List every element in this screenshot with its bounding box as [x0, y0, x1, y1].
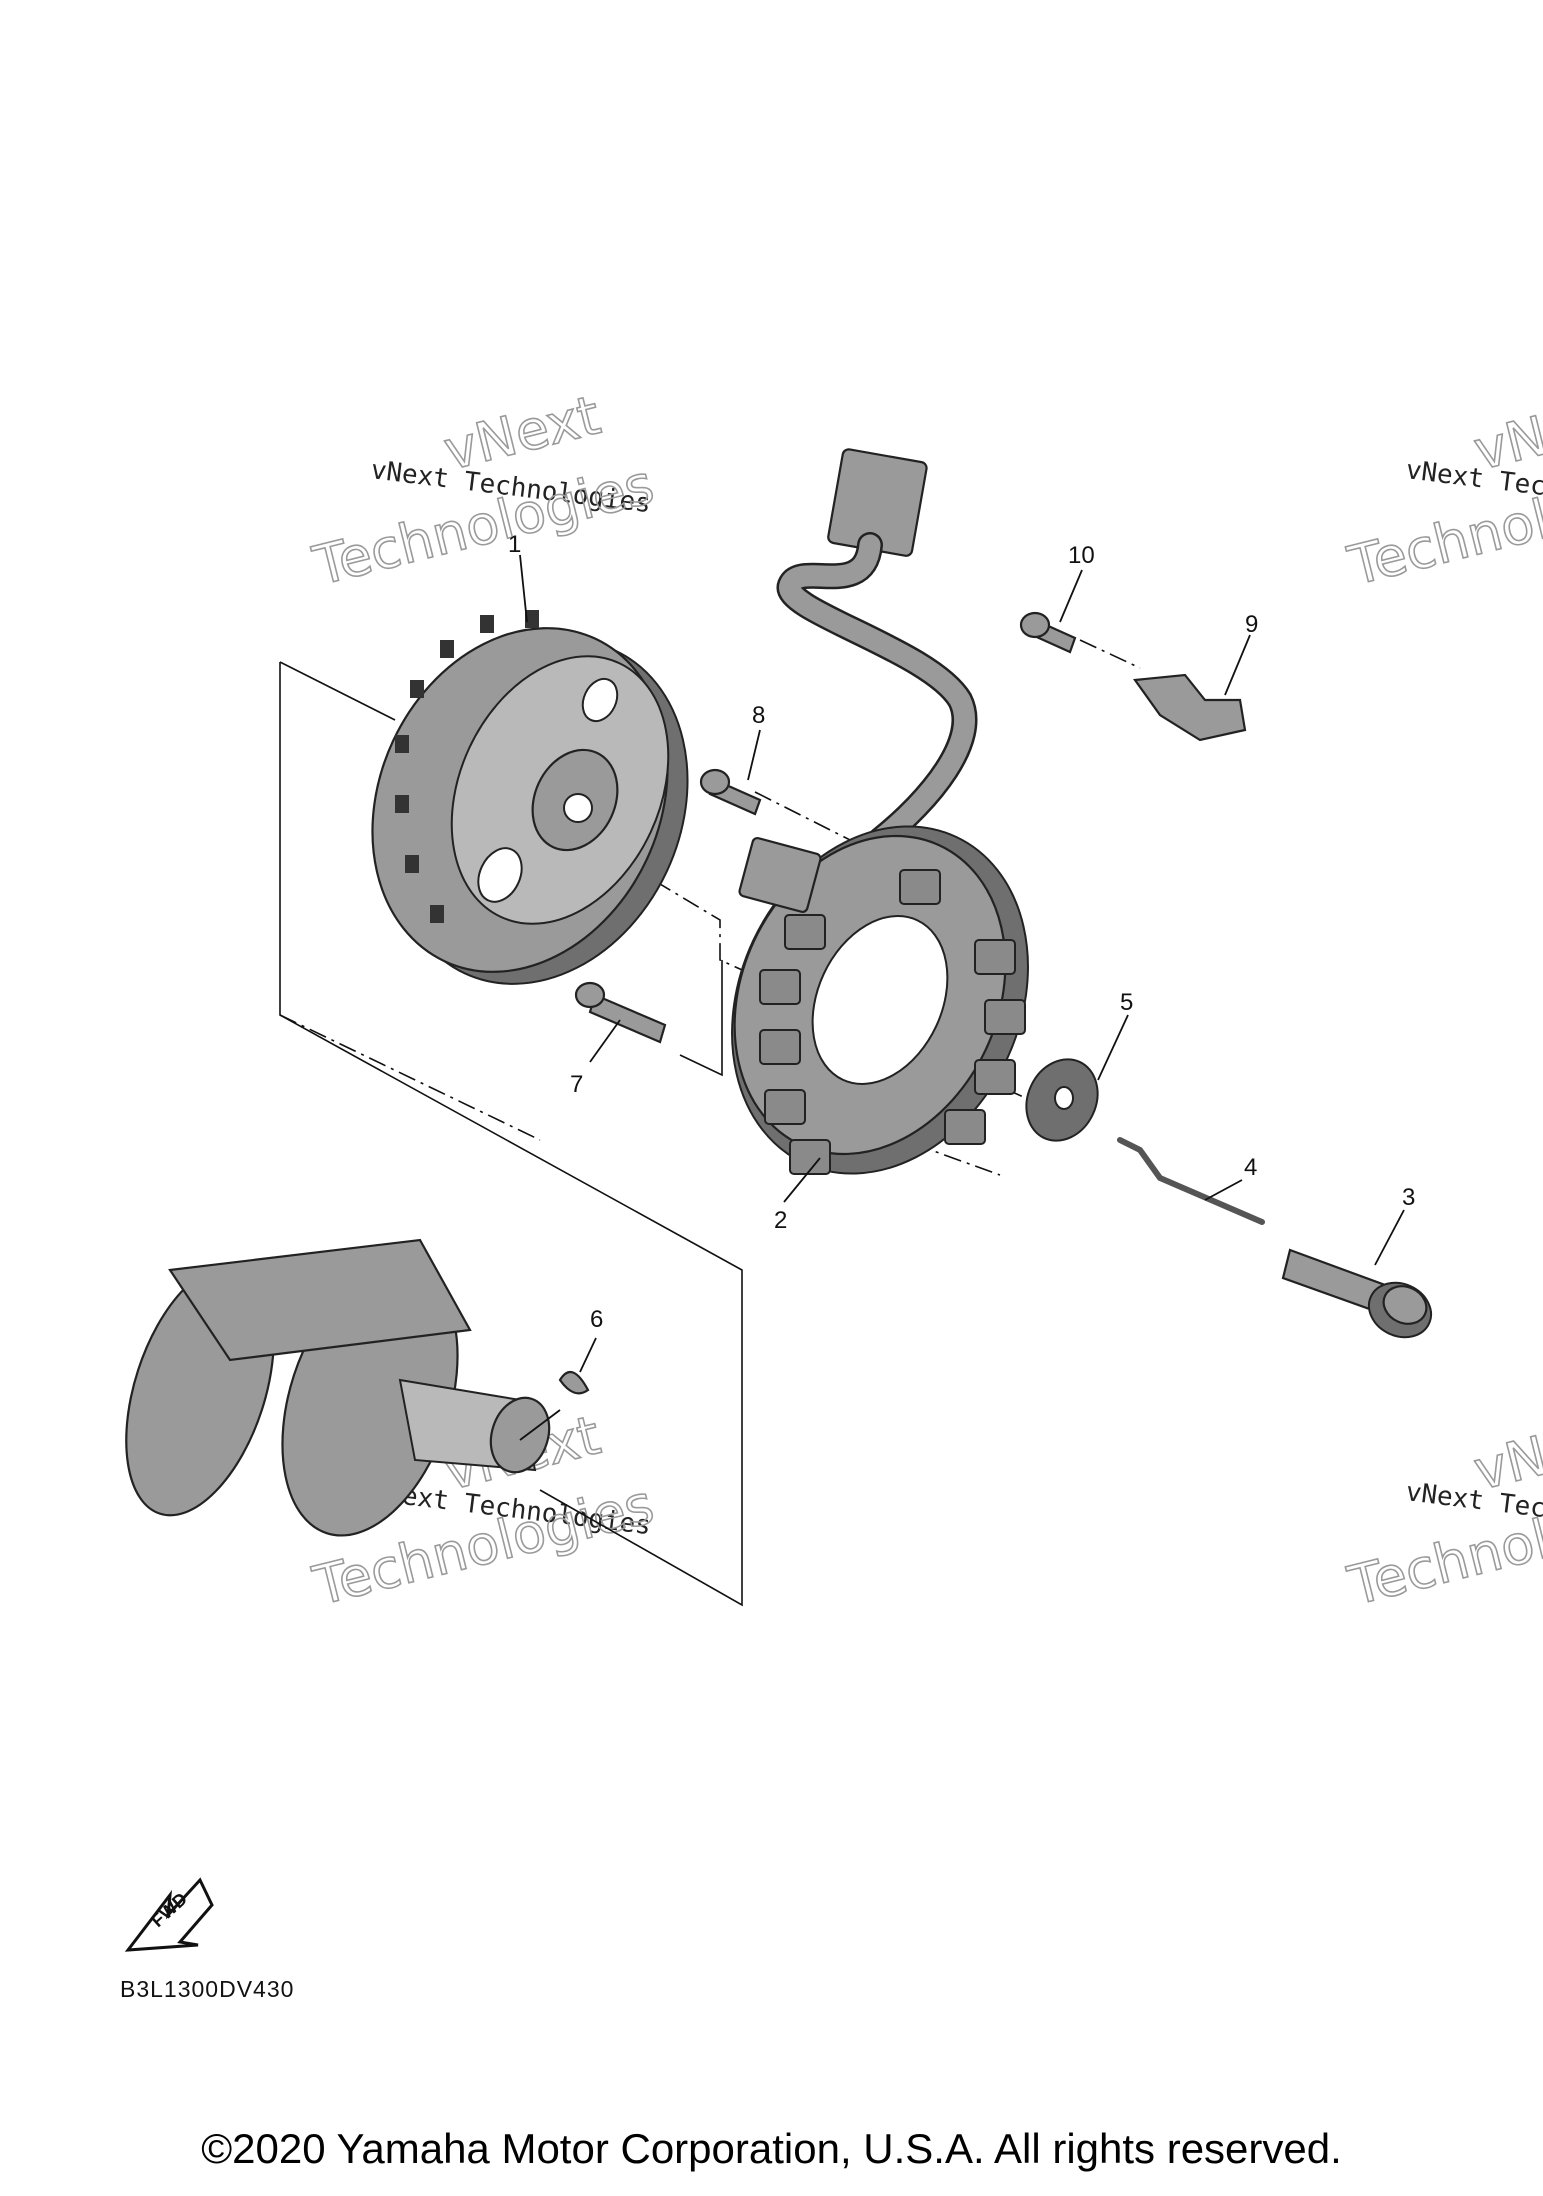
assembly-frame [279, 639, 1141, 1607]
centre-line [754, 791, 861, 846]
woodruff-key-part-6 [558, 1370, 590, 1395]
watermark-vnext-text: vNext [1468, 1403, 1543, 1502]
frame-line [279, 662, 743, 1607]
callout-numbers: 1 2 3 4 5 6 7 8 9 10 [508, 531, 1415, 1333]
screw-part-7 [574, 981, 667, 1044]
callout-10: 10 [1068, 542, 1095, 569]
screw-part-8 [699, 768, 762, 816]
washer-part-5 [1025, 1058, 1099, 1142]
frame-line [279, 661, 396, 721]
callout-2: 2 [774, 1207, 787, 1234]
rotor-flywheel [371, 610, 689, 985]
callout-3: 3 [1402, 1184, 1415, 1211]
watermark-vnext-text: vNext [1468, 383, 1543, 482]
callout-7: 7 [570, 1071, 583, 1098]
holder-part-9 [1133, 673, 1247, 742]
crankshaft [125, 1238, 551, 1537]
callout-9: 9 [1245, 611, 1258, 638]
centre-line [279, 1014, 541, 1141]
clip-part-4 [1117, 1137, 1265, 1225]
callout-leaders [519, 554, 1405, 1441]
callout-1: 1 [508, 531, 521, 558]
callout-8: 8 [752, 702, 765, 729]
diagram-code: B3L1300DV430 [120, 1976, 294, 2002]
fwd-arrow-icon: FWD [124, 1877, 214, 1952]
stator-core [731, 825, 1029, 1175]
stator-assembly [731, 448, 1029, 1175]
pickup-coil [738, 836, 822, 914]
callout-4: 4 [1244, 1154, 1257, 1181]
callout-6: 6 [590, 1306, 603, 1333]
bolt-part-3 [1281, 1248, 1433, 1339]
copyright-notice: ©2020 Yamaha Motor Corporation, U.S.A. A… [201, 2125, 1342, 2172]
centre-line [1079, 639, 1141, 669]
screw-part-10 [1019, 611, 1077, 654]
frame-line [679, 960, 723, 1077]
callout-5: 5 [1120, 989, 1133, 1016]
